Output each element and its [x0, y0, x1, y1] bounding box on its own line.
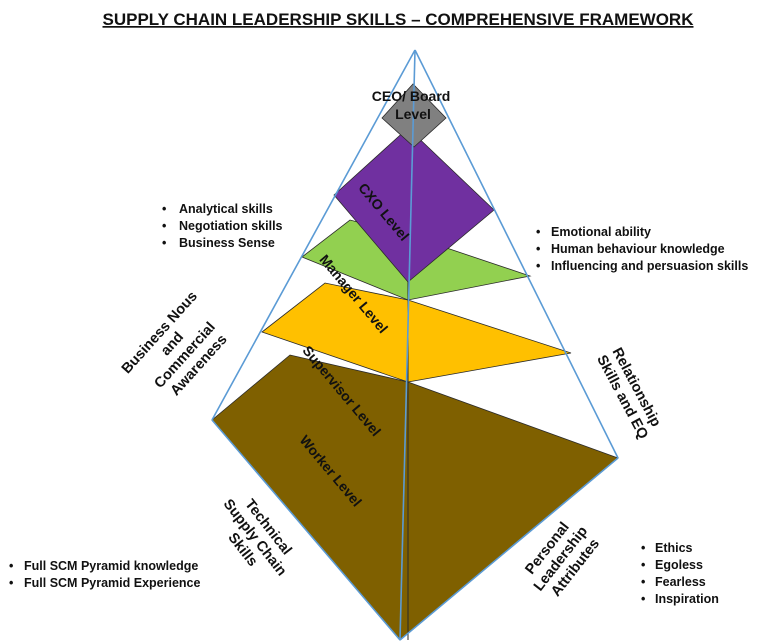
svg-text:•: • — [641, 541, 645, 555]
face-label-relationship: Relationship Skills and EQ — [593, 345, 666, 442]
page-title: SUPPLY CHAIN LEADERSHIP SKILLS – COMPREH… — [103, 10, 695, 29]
svg-text:•: • — [162, 202, 166, 216]
svg-text:•: • — [162, 236, 166, 250]
svg-text:•: • — [641, 592, 645, 606]
list-business: • Analytical skills • Negotiation skills… — [162, 202, 283, 250]
svg-text:•: • — [536, 225, 540, 239]
list-technical: • Full SCM Pyramid knowledge • Full SCM … — [9, 559, 200, 590]
list-item: Full SCM Pyramid knowledge — [24, 559, 198, 573]
svg-text:•: • — [9, 576, 13, 590]
list-item: Full SCM Pyramid Experience — [24, 576, 200, 590]
pyramid-layers — [211, 83, 619, 641]
list-item: Analytical skills — [179, 202, 273, 216]
face-label-business: Business Nous and Commercial Awareness — [119, 285, 242, 411]
list-relationship: • Emotional ability • Human behaviour kn… — [536, 225, 748, 273]
pyramid-edges — [211, 49, 619, 641]
level-label-ceo: CEO/ Board Level — [372, 88, 454, 122]
list-item: Emotional ability — [551, 225, 651, 239]
svg-text:•: • — [641, 575, 645, 589]
svg-text:•: • — [536, 259, 540, 273]
svg-text:•: • — [162, 219, 166, 233]
list-item: Egoless — [655, 558, 703, 572]
list-item: Inspiration — [655, 592, 719, 606]
list-item: Business Sense — [179, 236, 275, 250]
svg-text:•: • — [9, 559, 13, 573]
list-item: Fearless — [655, 575, 706, 589]
svg-text:•: • — [641, 558, 645, 572]
list-item: Negotiation skills — [179, 219, 283, 233]
list-personal: • Ethics • Egoless • Fearless • Inspirat… — [641, 541, 719, 606]
svg-text:•: • — [536, 242, 540, 256]
list-item: Influencing and persuasion skills — [551, 259, 748, 273]
layer-supervisor — [261, 282, 572, 383]
list-item: Human behaviour knowledge — [551, 242, 725, 256]
list-item: Ethics — [655, 541, 693, 555]
